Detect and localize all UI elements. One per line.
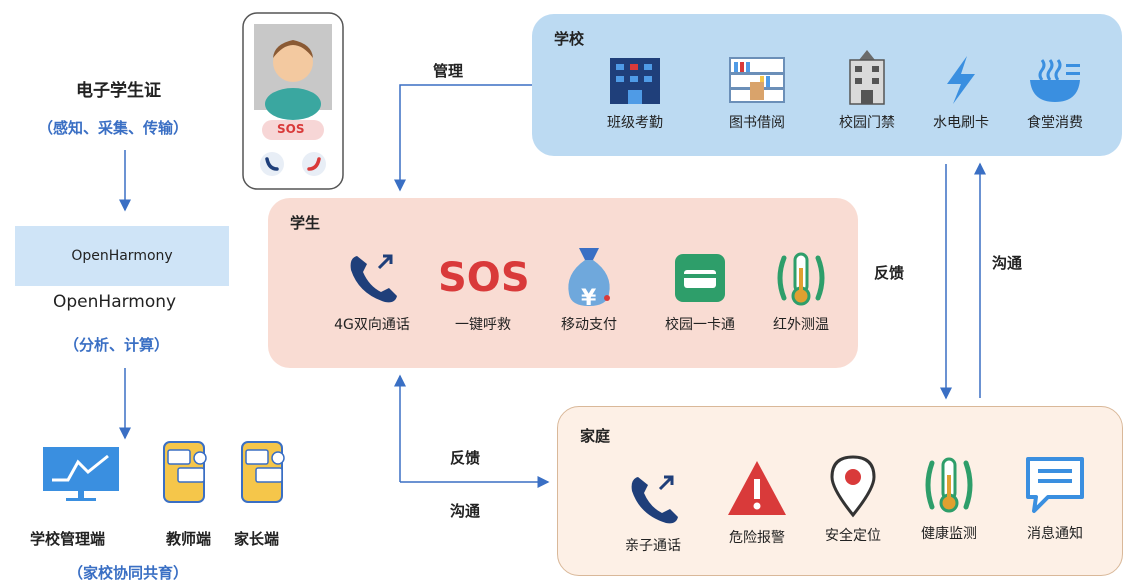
student-item-temperature: 红外测温 xyxy=(756,248,846,334)
student-item-label: 一键呼救 xyxy=(455,317,511,333)
phone-call-icon xyxy=(631,475,678,524)
student-item-payment: 移动支付 xyxy=(544,244,634,334)
teacher-phone-chat-icon xyxy=(163,441,207,503)
lightning-icon xyxy=(947,56,975,104)
food-bowl-icon xyxy=(1030,59,1080,102)
family-item-alarm: 危险报警 xyxy=(712,457,802,547)
thermometer-icon xyxy=(925,457,973,513)
endpoint-teacher: 教师端 xyxy=(166,530,212,548)
family-item-message: 消息通知 xyxy=(1010,453,1100,543)
family-item-call: 亲子通话 xyxy=(608,469,698,555)
family-item-label: 危险报警 xyxy=(729,530,785,546)
warning-icon xyxy=(728,461,786,515)
thermometer-icon xyxy=(777,252,825,306)
monitor-chart-icon xyxy=(43,447,119,501)
family-title: 家庭 xyxy=(580,427,611,445)
student-item-label: 移动支付 xyxy=(561,317,617,333)
endpoint-parent: 家长端 xyxy=(234,530,280,548)
school-item-gate: 校园门禁 xyxy=(822,48,912,132)
student-item-label: 校园一卡通 xyxy=(665,317,735,333)
family-panel: 家庭 亲子通话 危险报警 安全定位 健康监测 xyxy=(557,406,1123,576)
family-item-location: 安全定位 xyxy=(808,453,898,545)
school-item-canteen: 食堂消费 xyxy=(1010,54,1100,132)
message-bubble-icon xyxy=(1026,457,1084,513)
school-item-label: 食堂消费 xyxy=(1027,115,1083,131)
building-icon xyxy=(610,58,660,104)
student-item-call: 4G双向通话 xyxy=(320,248,424,334)
student-card-device xyxy=(242,12,344,190)
family-item-health: 健康监测 xyxy=(904,453,994,543)
student-item-label: 红外测温 xyxy=(773,317,829,333)
family-item-label: 安全定位 xyxy=(825,528,881,544)
left-subtitle-sensing: （感知、采集、传输） xyxy=(38,119,189,137)
student-item-sos: SOS 一键呼救 xyxy=(438,248,530,334)
school-item-label: 班级考勤 xyxy=(607,115,663,131)
phone-call-icon xyxy=(350,254,397,303)
school-title: 学校 xyxy=(554,30,585,48)
left-subtitle-coop: （家校协同共育） xyxy=(68,564,189,582)
family-item-label: 消息通知 xyxy=(1027,526,1083,542)
endpoint-school-admin: 学校管理端 xyxy=(30,530,106,548)
school-item-utility-card: 水电刷卡 xyxy=(916,54,1006,132)
left-title: 电子学生证 xyxy=(76,81,161,101)
card-icon xyxy=(675,254,725,302)
school-item-label: 校园门禁 xyxy=(839,115,895,131)
school-item-library: 图书借阅 xyxy=(712,54,802,132)
money-bag-icon xyxy=(568,248,610,306)
device-sos-label: SOS xyxy=(277,122,305,136)
school-item-label: 水电刷卡 xyxy=(933,115,989,131)
school-gate-icon xyxy=(849,50,885,105)
openharmony-box-label: OpenHarmony xyxy=(71,248,173,264)
openharmony-label: OpenHarmony xyxy=(53,292,177,312)
label-feedback-bottom: 反馈 xyxy=(450,449,481,467)
label-communicate-right: 沟通 xyxy=(992,254,1023,272)
left-subtitle-analysis: （分析、计算） xyxy=(64,336,170,354)
family-item-label: 健康监测 xyxy=(921,526,977,542)
student-item-campus-card: 校园一卡通 xyxy=(648,248,752,334)
school-item-attendance: 班级考勤 xyxy=(590,54,680,132)
sos-icon: SOS xyxy=(438,255,530,301)
label-feedback-right: 反馈 xyxy=(874,264,905,282)
student-title: 学生 xyxy=(290,214,321,232)
school-panel: 学校 班级考勤 图书借阅 校园门禁 xyxy=(532,14,1122,156)
bookshelf-icon xyxy=(729,57,785,103)
openharmony-box: OpenHarmony xyxy=(15,226,229,286)
student-panel: 学生 4G双向通话 SOS 一键呼救 移动支付 ¥ 校园一卡通 xyxy=(268,198,858,368)
school-item-label: 图书借阅 xyxy=(729,115,785,131)
family-item-label: 亲子通话 xyxy=(625,538,681,554)
location-pin-icon xyxy=(830,455,876,518)
label-communicate-bottom: 沟通 xyxy=(450,502,481,520)
parent-phone-chat-icon xyxy=(241,441,285,503)
student-item-label: 4G双向通话 xyxy=(334,317,410,333)
label-manage: 管理 xyxy=(433,62,464,80)
yuan-symbol: ¥ xyxy=(581,286,597,311)
